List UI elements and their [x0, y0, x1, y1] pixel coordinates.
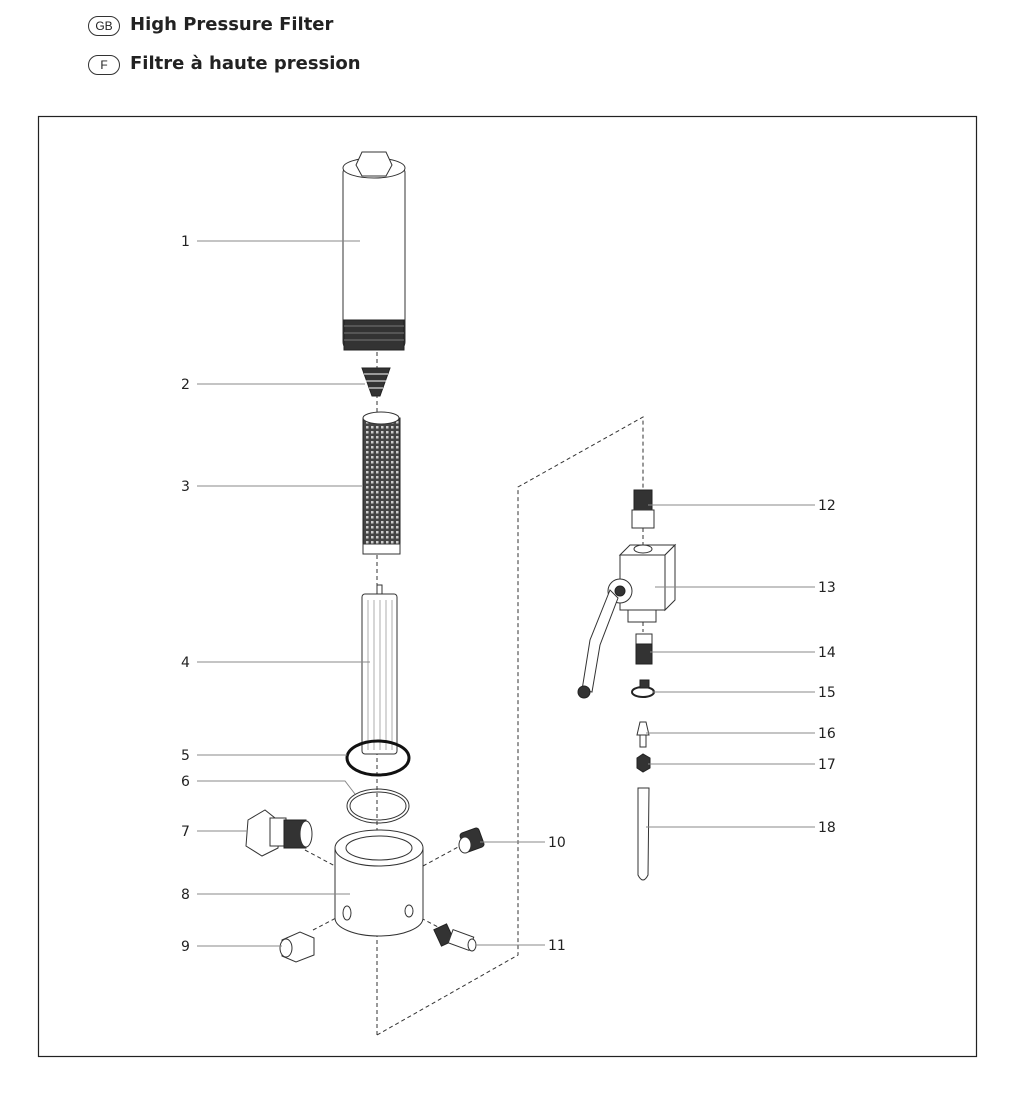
part-3-filter-mesh — [362, 411, 401, 555]
lang-badge-gb: GB — [88, 16, 120, 36]
callout-16: 16 — [818, 726, 836, 742]
callout-4: 4 — [181, 655, 190, 671]
callout-15: 15 — [818, 685, 836, 701]
part-10-fitting — [458, 827, 485, 854]
part-6-ring — [346, 788, 410, 824]
part-8-filter-body — [334, 829, 424, 937]
part-14-nipple — [635, 633, 653, 665]
callout-labels: 1 2 3 4 5 6 7 8 9 10 11 12 13 14 15 16 1… — [181, 234, 836, 955]
callout-8: 8 — [181, 887, 190, 903]
part-12-nipple — [631, 489, 655, 529]
callout-14: 14 — [818, 645, 836, 661]
callout-10: 10 — [548, 835, 566, 851]
callout-7: 7 — [181, 824, 190, 840]
leader-lines — [197, 240, 815, 947]
part-9-plug — [279, 931, 315, 963]
title-english: High Pressure Filter — [130, 14, 334, 35]
diagram-frame — [37, 115, 978, 1058]
part-7-inlet-fitting — [245, 809, 313, 857]
part-2-spring — [361, 367, 391, 397]
callout-3: 3 — [181, 479, 190, 495]
part-4-filter-support — [361, 584, 398, 755]
callout-9: 9 — [181, 939, 190, 955]
callout-2: 2 — [181, 377, 190, 393]
part-18-tube — [637, 787, 650, 881]
part-1-filter-housing — [342, 151, 406, 351]
part-15-hose-clamp — [631, 679, 655, 698]
callout-5: 5 — [181, 748, 190, 764]
callout-1: 1 — [181, 234, 190, 250]
part-11-fitting — [433, 923, 477, 952]
callout-17: 17 — [818, 757, 836, 773]
lang-badge-f: F — [88, 55, 120, 75]
title-french: Filtre à haute pression — [130, 53, 361, 74]
part-16-hose-barb — [636, 721, 650, 748]
callout-18: 18 — [818, 820, 836, 836]
callout-13: 13 — [818, 580, 836, 596]
part-13-ball-valve — [577, 543, 677, 699]
part-17-nut — [636, 753, 651, 773]
callout-12: 12 — [818, 498, 836, 514]
part-5-o-ring — [345, 739, 411, 777]
callout-11: 11 — [548, 938, 566, 954]
callout-6: 6 — [181, 774, 190, 790]
